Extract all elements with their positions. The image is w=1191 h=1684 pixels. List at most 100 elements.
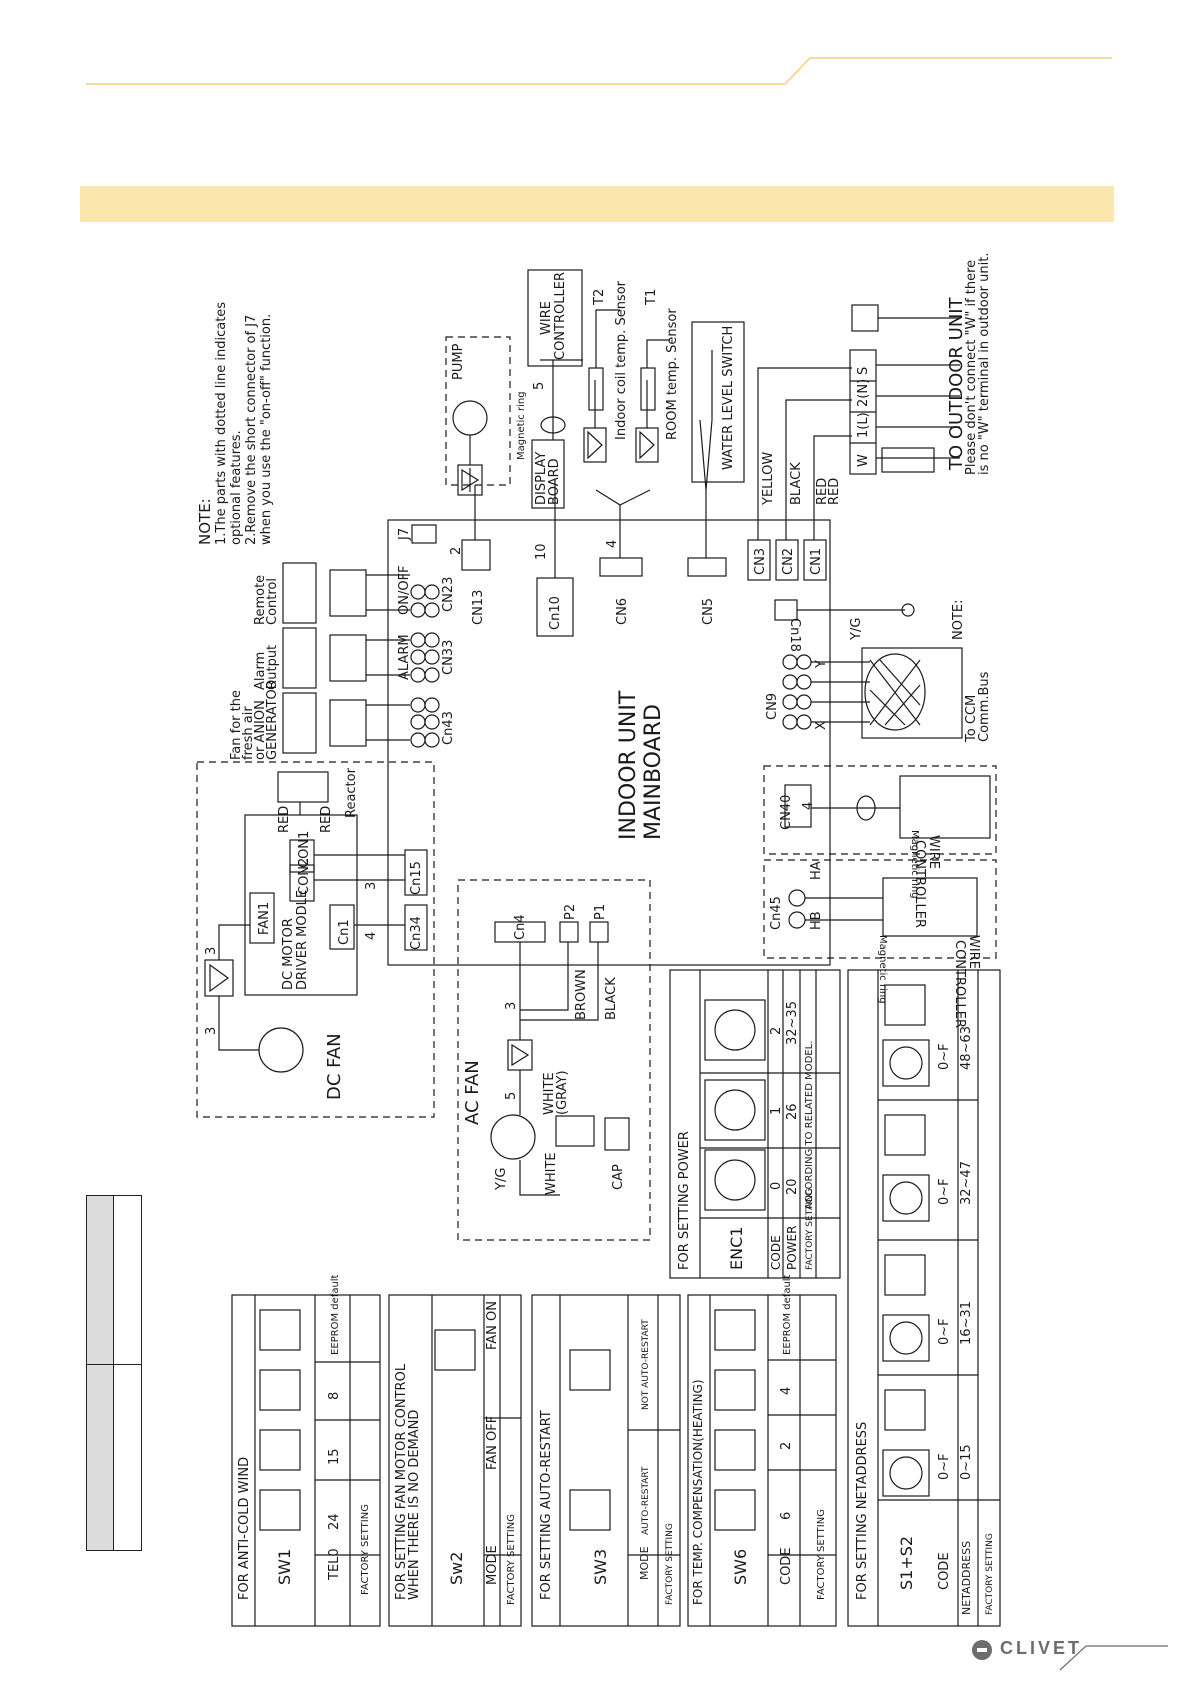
white-gray-label-1: WHITE [542, 1072, 557, 1115]
note-line1b: optional features. [229, 430, 244, 545]
dc-fan-dotted-box [196, 761, 435, 1118]
power-value-3: 32~35 [785, 1001, 800, 1045]
temp-comp-code: CODE [779, 1547, 794, 1585]
red-label-1: RED [815, 478, 830, 505]
power-code: CODE [769, 1235, 783, 1270]
netaddress-range-3: 32~47 [959, 1161, 974, 1205]
mainboard-title-1: INDOOR UNIT [616, 690, 641, 840]
term-2n-label: 2(N) [856, 379, 871, 407]
anti-cold-value-1: 24 [327, 1513, 342, 1530]
wire-controller-label-2: CONTROLLER [553, 272, 568, 360]
header-accent-line [86, 57, 1112, 85]
outdoor-note-title: NOTE: [951, 600, 966, 641]
cn45-dotted-box [763, 859, 997, 959]
power-name: ENC1 [727, 1227, 746, 1270]
outdoor-note-line-b: is no "W" terminal in outdoor unit. [977, 253, 992, 475]
yellow-label: YELLOW [761, 452, 776, 506]
netaddress-range-4: 48~63 [959, 1026, 974, 1070]
dc-motor-label-2: DRIVER MODLE [295, 890, 310, 990]
black-fan-label: BLACK [604, 977, 619, 1020]
brand-logo: CLIVET [972, 1638, 1102, 1664]
cn40-dotted-box [763, 765, 997, 855]
table-temp-comp [687, 1294, 837, 1627]
con1-label: CON1 [297, 831, 312, 868]
fan-motor-title-2: WHEN THERE IS NO DEMAND [407, 1410, 422, 1600]
outdoor-unit-label: TO OUTDOOR UNIT [946, 296, 967, 471]
t1-label: T1 [644, 289, 659, 306]
power-power: POWER [785, 1226, 799, 1270]
dip-switch-icons [259, 984, 926, 1531]
anti-cold-value-4: EEPROM default [330, 1274, 341, 1355]
table-power [669, 969, 841, 1279]
fan-motor-factory: FACTORY SETTING [506, 1514, 517, 1605]
ac-fan-motor [490, 1114, 536, 1160]
cn9-label: CN9 [765, 693, 780, 720]
netaddress-range-1: 0~15 [959, 1444, 974, 1480]
dc-cn1-label: Cn1 [337, 919, 352, 945]
wire-count-display: 5 [532, 382, 547, 390]
temp-comp-value-3: 4 [779, 1387, 794, 1395]
water-level-switch [691, 321, 745, 483]
hb-label: HB [809, 911, 824, 930]
fan-motor-value-1: FAN OFF [485, 1416, 500, 1470]
mainboard-outline [387, 519, 831, 966]
auto-restart-factory: FACTORY SETTING [665, 1523, 675, 1605]
auto-restart-value-1: AUTO-RESTART [641, 1466, 651, 1535]
temp-comp-name: SW6 [731, 1549, 750, 1585]
ccm-label-2: Comm.Bus [977, 671, 992, 742]
section-banner [80, 186, 1114, 222]
cn40-magnetic-ring: Magnetic ring [909, 830, 920, 899]
anti-cold-factory: FACTORY SETTING [360, 1504, 371, 1595]
wire-controller-pump [527, 269, 583, 367]
display-board-label-2: BOARD [547, 458, 562, 505]
yg-label-cn18: Y/G [849, 618, 864, 641]
cn4-label: Cn4 [513, 914, 528, 940]
alarm-label: ALARM [397, 634, 412, 680]
term-1l-label: 1(L) [856, 412, 871, 438]
red-label-3: RED [277, 806, 292, 833]
output-remote-label-1: Remote [253, 575, 268, 625]
table-anti-cold [231, 1294, 381, 1627]
table-netaddress [847, 969, 1001, 1627]
ha-label: HA [809, 861, 824, 880]
netaddress-code-4: 0~F [937, 1043, 952, 1070]
clivet-logo-icon [972, 1640, 992, 1660]
output-anion-label-2: GENERATOR [265, 680, 280, 760]
legend-divider [87, 1364, 141, 1365]
yg-label-ac: Y/G [494, 1168, 509, 1191]
netaddress-code: CODE [937, 1552, 952, 1590]
cn23-label: CN23 [441, 577, 456, 612]
relay-box-fresh [282, 692, 317, 754]
white-label: WHITE [544, 1152, 559, 1195]
anti-cold-row-label: TEL0 [327, 1548, 342, 1581]
cn9-y-label: Y [814, 660, 829, 669]
wire-count-fan1: 3 [204, 947, 219, 955]
netaddress-netaddress: NETADDRESS [960, 1541, 973, 1615]
wire-count-fan2: 3 [204, 1027, 219, 1035]
temp-comp-title: FOR TEMP. COMPENSATION(HEATING) [691, 1379, 705, 1605]
term-s-label: S [856, 367, 871, 375]
rotary-switch-icons [704, 999, 930, 1497]
table-fan-motor [388, 1294, 522, 1627]
dc-fan-motor [258, 1027, 304, 1073]
power-factory: FACTORY SETTING [805, 1188, 815, 1270]
red-label-4: RED [319, 806, 334, 833]
cn15-label: Cn15 [409, 861, 424, 895]
note-line2b: when you use the "on-off" function. [259, 314, 274, 545]
mainboard-title-2: MAINBOARD [641, 704, 666, 840]
cn43-label: Cn43 [441, 711, 456, 745]
pump-dotted-box [445, 336, 511, 486]
reactor-label: Reactor [344, 767, 359, 818]
wire-controller-label-1: WIRE [539, 301, 554, 335]
temp-comp-factory: FACTORY SETTING [816, 1509, 827, 1600]
auto-restart-name: SW3 [591, 1549, 610, 1585]
power-code-1: 0 [769, 1182, 784, 1190]
fan-motor-value-2: FAN ON [485, 1301, 500, 1350]
dc-fan-label: DC FAN [324, 1033, 345, 1100]
cn18-label: Cn18 [787, 618, 802, 652]
wire-count-cn34: 4 [364, 932, 379, 940]
cn45-controller-label-2: CONTROLLER [952, 940, 967, 1028]
water-level-label: WATER LEVEL SWITCH [721, 326, 736, 470]
pump-label: PUMP [451, 343, 466, 380]
